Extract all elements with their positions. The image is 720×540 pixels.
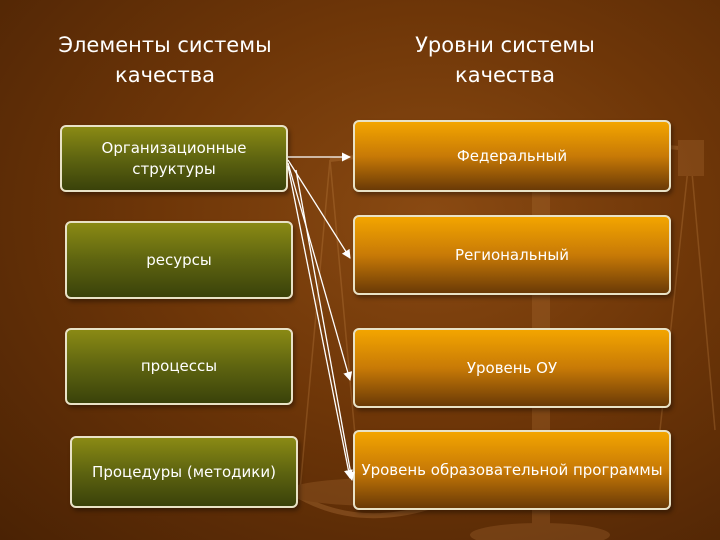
arrow-to-regional — [287, 159, 351, 259]
element-box-procedures: Процедуры (методики) — [70, 436, 298, 508]
arrow-to-school — [287, 162, 353, 381]
element-box-org-structures: Организационные структуры — [60, 125, 288, 192]
level-box-federal: Федеральный — [353, 120, 671, 192]
arrow-to-program-2 — [295, 169, 356, 481]
element-box-resources: ресурсы — [65, 221, 293, 299]
right-column-heading: Уровни системы качества — [415, 33, 595, 87]
element-box-processes: процессы — [65, 328, 293, 405]
level-box-school: Уровень ОУ — [353, 328, 671, 408]
left-column-heading: Элементы системы качества — [58, 33, 272, 87]
level-box-regional: Региональный — [353, 215, 671, 295]
arrow-to-program — [287, 165, 353, 479]
level-box-program: Уровень образовательной программы — [353, 430, 671, 510]
